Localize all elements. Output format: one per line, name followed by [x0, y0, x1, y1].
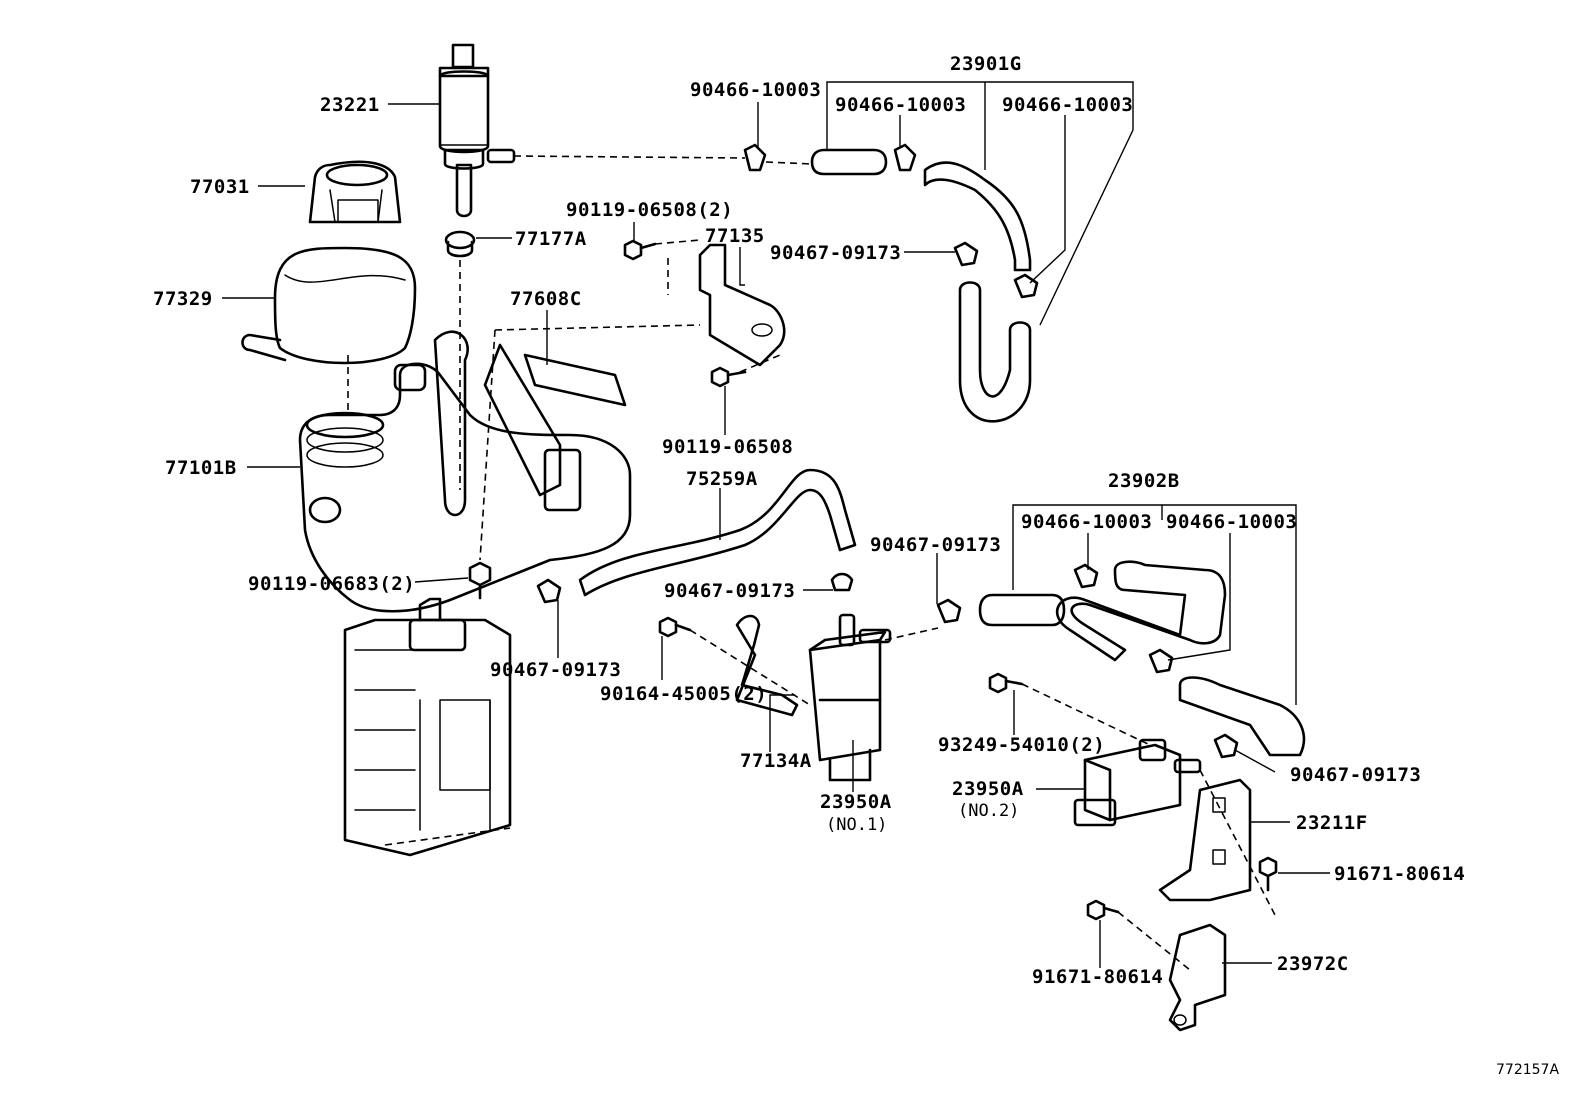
washer-tank-drawing — [298, 330, 632, 613]
label-93249-54010-2: 93249-54010(2) — [938, 734, 1105, 756]
label-77134a: 77134A — [740, 750, 812, 772]
label-75259a: 75259A — [686, 468, 758, 490]
vsv-no2-drawing — [988, 672, 1202, 827]
label-90466-10003-a: 90466-10003 — [690, 79, 821, 101]
label-77177a: 77177A — [515, 228, 587, 250]
label-90467-09173-f: 90467-09173 — [1290, 764, 1421, 786]
inlet-strainer-drawing — [241, 246, 417, 365]
label-77329: 77329 — [153, 288, 213, 310]
label-90119-06508: 90119-06508 — [662, 436, 793, 458]
label-77608c: 77608C — [510, 288, 582, 310]
label-90466-10003-e: 90466-10003 — [1166, 511, 1297, 533]
label-23950a-no2: 23950A — [952, 778, 1024, 800]
label-23972c: 23972C — [1277, 953, 1349, 975]
label-23902b: 23902B — [1108, 470, 1180, 492]
bracket-77135-drawing — [623, 239, 786, 388]
label-23950a-no1-sub: (NO.1) — [826, 815, 887, 835]
hose-set-23902b-drawing — [936, 560, 1306, 759]
label-91671-80614-a: 91671-80614 — [1334, 863, 1465, 885]
label-90466-10003-d: 90466-10003 — [1021, 511, 1152, 533]
grommet-drawing — [444, 230, 476, 258]
label-90467-09173-b: 90467-09173 — [664, 580, 795, 602]
tank-cap-drawing — [308, 160, 402, 224]
canister-drawing — [343, 561, 512, 857]
bracket-23972c-drawing — [1086, 899, 1227, 1032]
label-90119-06508-2: 90119-06508(2) — [566, 199, 733, 221]
hose-set-23901g-drawing — [743, 143, 1039, 423]
label-23901g: 23901G — [950, 53, 1022, 75]
leader-lines — [222, 81, 1330, 968]
vsv-no1-drawing — [658, 613, 892, 782]
label-90467-09173-c: 90467-09173 — [490, 659, 621, 681]
label-91671-80614-b: 91671-80614 — [1032, 966, 1163, 988]
part-labels: 23221 77031 77177A 77329 77608C 90119-06… — [153, 53, 1465, 988]
label-77031: 77031 — [190, 176, 250, 198]
label-90467-09173-d: 90467-09173 — [870, 534, 1001, 556]
label-77135: 77135 — [705, 225, 765, 247]
label-90466-10003-b: 90466-10003 — [835, 94, 966, 116]
label-23950a-no1: 23950A — [820, 791, 892, 813]
label-23950a-no2-sub: (NO.2) — [958, 801, 1019, 821]
bracket-23211f-drawing — [1158, 778, 1278, 902]
label-23221: 23221 — [320, 94, 380, 116]
label-90119-06683-2: 90119-06683(2) — [248, 573, 415, 595]
hose-75259a-drawing — [536, 468, 857, 604]
label-90466-10003-c: 90466-10003 — [1002, 94, 1133, 116]
label-77101b: 77101B — [165, 457, 237, 479]
washer-pump-drawing — [438, 43, 516, 218]
label-90164-45005-2: 90164-45005(2) — [600, 683, 767, 705]
diagram-reference-code: 772157A — [1496, 1062, 1559, 1078]
assembly-dashed-lines — [347, 155, 1276, 971]
label-90467-09173-a: 90467-09173 — [770, 242, 901, 264]
label-23211f: 23211F — [1296, 812, 1368, 834]
